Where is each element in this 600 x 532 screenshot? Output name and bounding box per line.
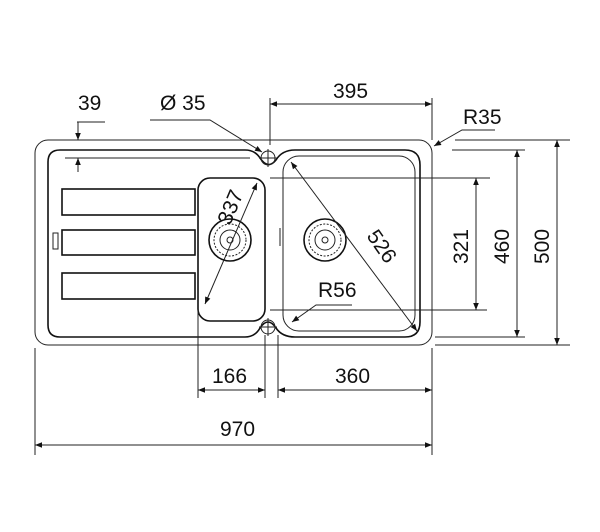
label-tap-hole: Ø 35 xyxy=(160,92,206,115)
label-360: 360 xyxy=(335,365,370,388)
label-39: 39 xyxy=(78,92,101,115)
label-395: 395 xyxy=(333,80,368,103)
overflow-slot xyxy=(52,232,59,250)
tap-hole-icon xyxy=(259,149,277,167)
sink-outline xyxy=(34,139,433,346)
drainer-groove xyxy=(61,229,196,256)
label-500: 500 xyxy=(531,229,554,264)
label-166: 166 xyxy=(212,365,247,388)
label-526: 526 xyxy=(362,226,401,268)
extension-lines xyxy=(34,98,570,455)
leader-tap-hole xyxy=(150,119,263,153)
leader-r56 xyxy=(291,304,352,323)
label-321: 321 xyxy=(450,229,473,264)
tap-hole-icon xyxy=(259,318,277,336)
label-337: 337 xyxy=(213,187,248,228)
dim-526 xyxy=(290,161,418,332)
label-r35: R35 xyxy=(463,106,502,129)
small-bowl xyxy=(197,177,266,322)
dim-337 xyxy=(204,182,258,305)
leader-r35 xyxy=(433,129,495,147)
main-bowl-drain-icon xyxy=(303,218,347,262)
drainer-groove xyxy=(61,272,196,300)
drainer-groove xyxy=(61,188,196,216)
label-r56: R56 xyxy=(318,279,357,302)
label-460: 460 xyxy=(491,229,514,264)
label-970: 970 xyxy=(220,418,255,441)
